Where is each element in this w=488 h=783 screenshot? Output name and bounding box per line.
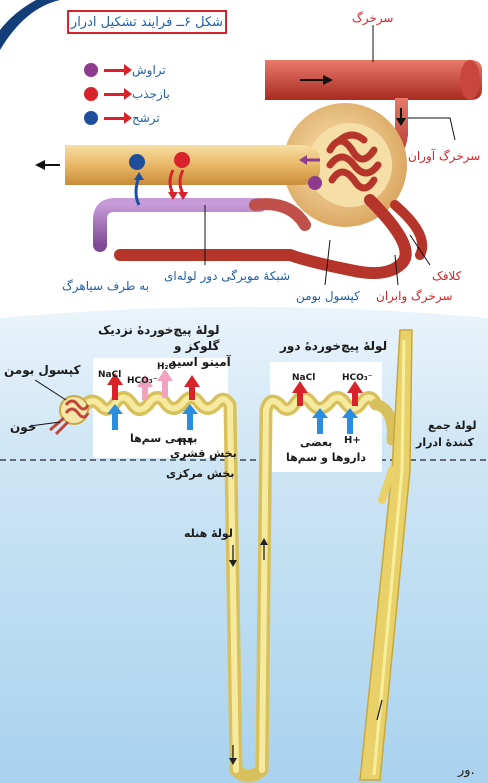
label-h2o: H₂O (157, 363, 176, 372)
label-cortex: بخش قشری (170, 448, 237, 459)
label-hco3-left: HCO₃⁻ (127, 377, 157, 386)
filtration-dot (308, 176, 322, 190)
label-collecting-duct-1: لولهٔ جمع (428, 420, 476, 431)
legend-label: ترشح (132, 111, 160, 125)
label-distal-tubule: لولهٔ پیچ‌خوردهٔ دور (280, 340, 387, 352)
label-nacl-right: NaCl (292, 374, 315, 383)
label-bowman-lower: کپسول بومن (4, 364, 80, 376)
figure-title: شکل ۶ــ فرایند تشکیل ادرار (67, 10, 227, 34)
label-henle-loop: لولهٔ هنله (184, 528, 233, 539)
label-drugs-toxins: داروها و سم‌ها (286, 452, 366, 463)
label-capillary-network: شبکهٔ مویرگی دور لوله‌ای (164, 270, 290, 282)
label-artery: سرخرگ (352, 12, 393, 24)
blue-dot-icon (84, 111, 98, 125)
kidney-tissue-background (0, 307, 488, 783)
peritubular-capillary-shape (100, 205, 260, 245)
red-dot-icon (84, 87, 98, 101)
reabsorption-dot (174, 152, 190, 168)
label-collecting-duct-2: کنندهٔ ادرار (416, 437, 474, 448)
secretion-dot (129, 154, 145, 170)
label-hco3-right: HCO₃⁻ (342, 374, 372, 383)
legend-item-reabsorption: بازجذب (84, 86, 170, 102)
artery-shape (265, 60, 482, 100)
label-hplus-right: H+ (344, 436, 361, 446)
label-some: بعضی (300, 437, 332, 448)
label-medulla: بخش مرکزی (166, 468, 234, 479)
label-efferent: سرخرگ وابران (376, 290, 453, 302)
label-amino-acid: آمینو اسید (170, 356, 231, 368)
label-glomerulus: کلافک (432, 270, 461, 282)
arrow-right-icon (104, 69, 126, 72)
label-glucose: گلوکز و (174, 340, 219, 352)
label-proximal-tubule: لولهٔ پیچ‌خوردهٔ نزدیک (98, 324, 219, 336)
legend-item-secretion: ترشح (84, 110, 160, 126)
legend-item-filtration: تراوش (84, 62, 166, 78)
arrow-right-icon (104, 117, 126, 120)
label-blood: خون (10, 421, 36, 433)
label-afferent: سرخرگ آوران (408, 150, 480, 162)
legend-label: بازجذب (132, 87, 170, 101)
arrow-right-icon (104, 93, 126, 96)
purple-dot-icon (84, 63, 98, 77)
label-nacl-left: NaCl (98, 371, 121, 380)
tubule-shape (65, 145, 320, 185)
label-bowman-capsule: کپسول بومن (296, 290, 360, 302)
corner-arc-shape (0, 0, 60, 50)
corner-text: ور. (458, 764, 475, 777)
legend-label: تراوش (132, 63, 166, 77)
label-to-vein: به طرف سیاهرگ (62, 280, 149, 292)
